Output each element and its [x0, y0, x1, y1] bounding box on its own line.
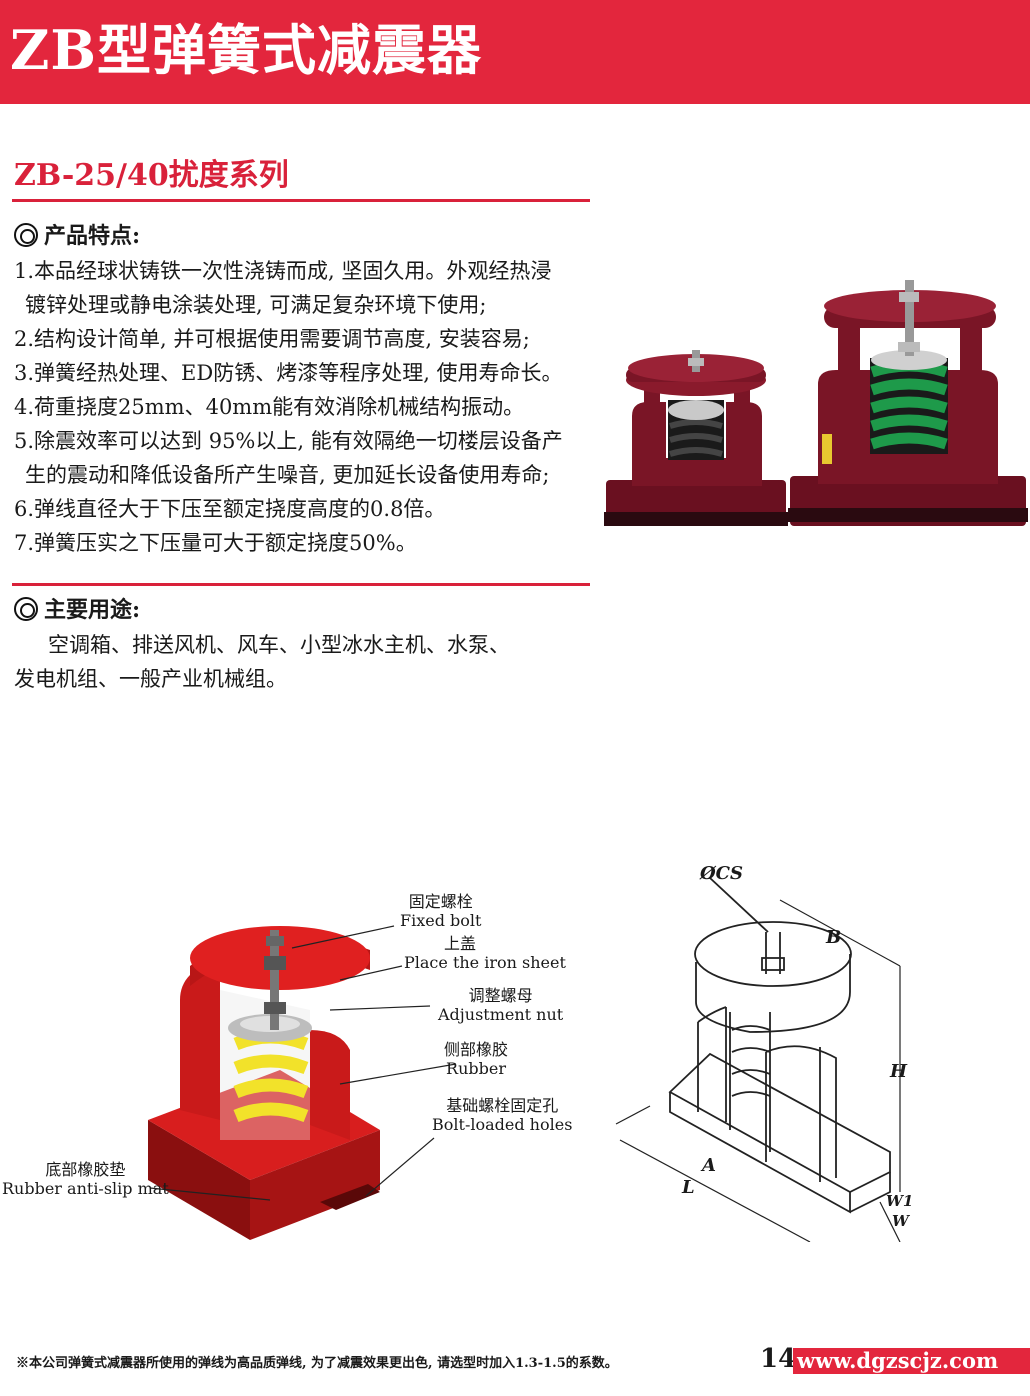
double-circle-icon — [14, 223, 38, 247]
page-title: ZB型弹簧式减震器 — [10, 18, 483, 82]
product-photo — [604, 280, 1028, 526]
usage-line: 发电机组、一般产业机械组。 — [14, 667, 287, 691]
callout-top-cover: 上盖 Place the iron sheet — [404, 934, 566, 972]
callout-label-zh: 调整螺母 — [468, 986, 533, 1005]
usage-heading-text: 主要用途: — [44, 597, 141, 623]
callout-adjust-nut: 调整螺母 Adjustment nut — [438, 986, 563, 1024]
callout-label-zh: 上盖 — [444, 934, 477, 953]
features-heading: 产品特点: — [14, 221, 140, 251]
callout-label-en: Place the iron sheet — [404, 953, 566, 972]
list-item: 2.结构设计简单, 并可根据使用需要调节高度, 安装容易; — [14, 327, 530, 351]
callout-label-zh: 侧部橡胶 — [444, 1040, 509, 1059]
usage-line: 空调箱、排送风机、风车、小型冰水主机、水泵、 — [48, 633, 510, 657]
callout-label-en: Fixed bolt — [400, 911, 482, 930]
callout-bottom-pad: 底部橡胶垫 Rubber anti-slip mat — [2, 1160, 169, 1198]
dim-label-cs: ØCS — [700, 863, 744, 884]
list-item: 5.除震效率可以达到 95%以上, 能有效隔绝一切楼层设备产 — [14, 429, 563, 453]
list-item: 7.弹簧压实之下压量可大于额定挠度50%。 — [14, 531, 417, 555]
usage-heading: 主要用途: — [14, 595, 140, 625]
list-item: 镀锌处理或静电涂装处理, 可满足复杂环境下使用; — [25, 293, 487, 317]
section-divider — [12, 583, 590, 586]
list-item: 4.荷重挠度25mm、40mm能有效消除机械结构振动。 — [14, 395, 525, 419]
header-band — [0, 0, 1030, 104]
website-url: www.dgzscjz.com — [797, 1348, 999, 1373]
dim-label-w1: W1 — [886, 1192, 914, 1210]
callout-label-zh: 基础螺栓固定孔 — [446, 1096, 559, 1115]
callout-label-en: Rubber anti-slip mat — [2, 1179, 169, 1198]
dimension-drawing — [615, 877, 901, 1242]
callout-label-zh: 底部橡胶垫 — [45, 1160, 126, 1179]
callout-label-zh: 固定螺栓 — [408, 892, 473, 911]
series-title: ZB-25/40扰度系列 — [14, 158, 289, 193]
usage-text: 空调箱、排送风机、风车、小型冰水主机、水泵、 发电机组、一般产业机械组。 — [14, 628, 510, 696]
large-mount-image — [788, 280, 1028, 526]
dim-label-h: H — [890, 1061, 908, 1082]
cutaway-diagram — [148, 926, 380, 1240]
dim-label-b: B — [826, 927, 842, 948]
small-mount-image — [604, 350, 788, 526]
page-number: 14 — [760, 1344, 797, 1374]
callout-label-en: Adjustment nut — [438, 1005, 564, 1024]
double-circle-icon — [14, 597, 38, 621]
callout-label-en: Rubber — [446, 1059, 506, 1078]
feature-list: 1.本品经球状铸铁一次性浇铸而成, 坚固久用。外观经热浸 镀锌处理或静电涂装处理… — [14, 254, 604, 560]
section-divider — [12, 199, 590, 202]
dim-label-w: W — [892, 1212, 909, 1230]
dim-label-a: A — [702, 1155, 716, 1176]
list-item: 1.本品经球状铸铁一次性浇铸而成, 坚固久用。外观经热浸 — [14, 259, 552, 283]
callout-fixed-bolt: 固定螺栓 Fixed bolt — [400, 892, 481, 930]
url-band — [793, 1348, 1030, 1374]
callout-bolt-holes: 基础螺栓固定孔 Bolt-loaded holes — [432, 1096, 572, 1134]
callout-label-en: Bolt-loaded holes — [432, 1115, 573, 1134]
list-item: 3.弹簧经热处理、ED防锈、烤漆等程序处理, 使用寿命长。 — [14, 361, 563, 385]
dim-label-l: L — [682, 1177, 695, 1198]
callout-side-rubber: 侧部橡胶 Rubber — [444, 1040, 508, 1078]
list-item: 生的震动和降低设备所产生噪音, 更加延长设备使用寿命; — [25, 463, 550, 487]
list-item: 6.弹线直径大于下压至额定挠度高度的0.8倍。 — [14, 497, 446, 521]
features-heading-text: 产品特点: — [44, 223, 141, 249]
footer-note: ※本公司弹簧式减震器所使用的弹线为高品质弹线, 为了减震效果更出色, 请选型时加… — [16, 1356, 618, 1371]
